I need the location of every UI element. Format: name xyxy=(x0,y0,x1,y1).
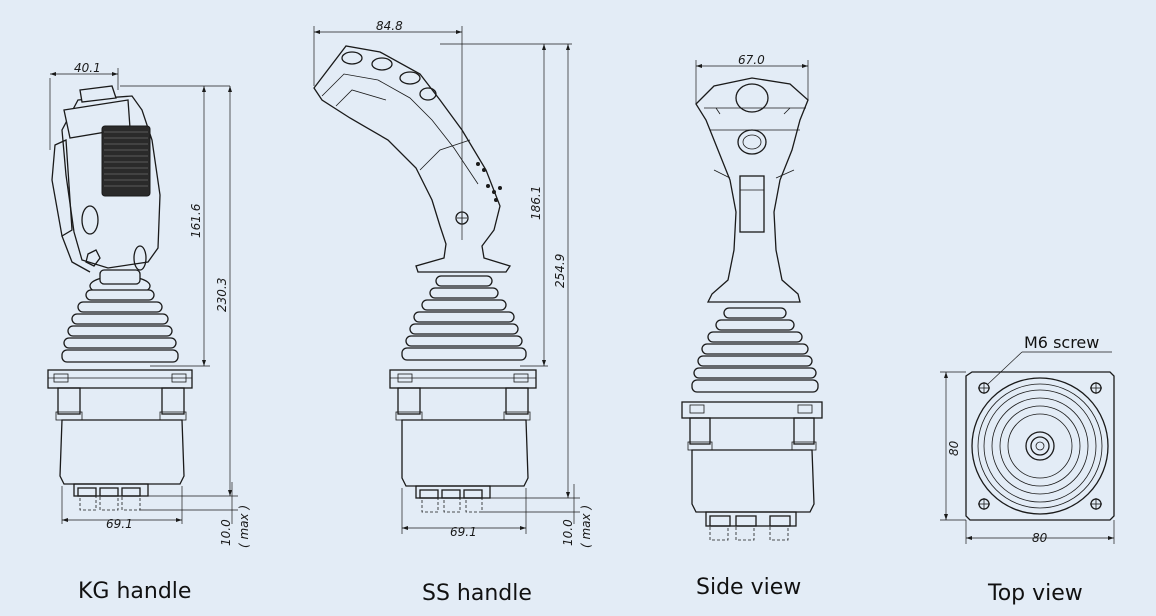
screw-annotation: M6 screw xyxy=(1024,333,1099,352)
kg-base-width-label: 69.1 xyxy=(106,517,133,531)
side-view-caption: Side view xyxy=(696,575,801,600)
ss-dimensions: 84.8 186.1 254.9 10.0 ( max ) 69.1 xyxy=(313,19,593,548)
side-view-grip xyxy=(695,77,809,303)
top-view-screw-holes xyxy=(978,382,1102,510)
ss-rubber-boot xyxy=(401,275,527,361)
side-view-housing xyxy=(681,401,823,541)
side-top-width-label: 67.0 xyxy=(738,53,765,67)
kg-connector-label: 10.0 xyxy=(219,519,233,546)
kg-total-height-label: 230.3 xyxy=(215,278,229,312)
kg-handle-drawing: 40.1 161.6 230.3 10.0 ( max ) 69.1 KG ha… xyxy=(47,61,251,604)
side-view-boot xyxy=(691,307,819,393)
side-view-dimensions: 67.0 xyxy=(695,53,809,104)
ss-handle-height-label: 186.1 xyxy=(529,186,543,220)
kg-handle-height-label: 161.6 xyxy=(189,203,203,238)
top-view-drawing: M6 screw 80 80 Top view xyxy=(940,333,1115,606)
ss-handle-drawing: 84.8 186.1 254.9 10.0 ( max ) 69.1 SS ha… xyxy=(313,19,593,606)
top-view-dimensions: 80 80 xyxy=(940,371,1115,545)
ss-total-height-label: 254.9 xyxy=(553,254,567,288)
ss-connector-label: 10.0 xyxy=(561,519,575,546)
top-height-label: 80 xyxy=(947,440,961,456)
ss-top-width-label: 84.8 xyxy=(376,19,403,33)
side-view-drawing: 67.0 Side view xyxy=(681,53,823,600)
kg-top-width-label: 40.1 xyxy=(74,61,101,75)
ss-connector-note: ( max ) xyxy=(579,505,593,548)
kg-rubber-boot xyxy=(61,269,179,363)
top-view-annotation: M6 screw xyxy=(987,333,1112,385)
ss-handle-caption: SS handle xyxy=(422,581,532,606)
top-view-boot-rings xyxy=(971,377,1109,515)
top-view-stick xyxy=(1025,431,1055,461)
kg-base-housing xyxy=(47,369,193,511)
ss-base-width-label: 69.1 xyxy=(450,525,477,539)
kg-handle-grip xyxy=(51,85,161,273)
ss-base-housing xyxy=(389,369,537,513)
kg-dimensions: 40.1 161.6 230.3 10.0 ( max ) 69.1 xyxy=(49,61,251,548)
ss-handle-grip xyxy=(313,45,512,273)
top-view-caption: Top view xyxy=(987,581,1083,606)
top-view-plate xyxy=(965,371,1115,521)
kg-connector-note: ( max ) xyxy=(237,505,251,548)
kg-handle-caption: KG handle xyxy=(78,579,191,604)
top-width-label: 80 xyxy=(1032,531,1048,545)
